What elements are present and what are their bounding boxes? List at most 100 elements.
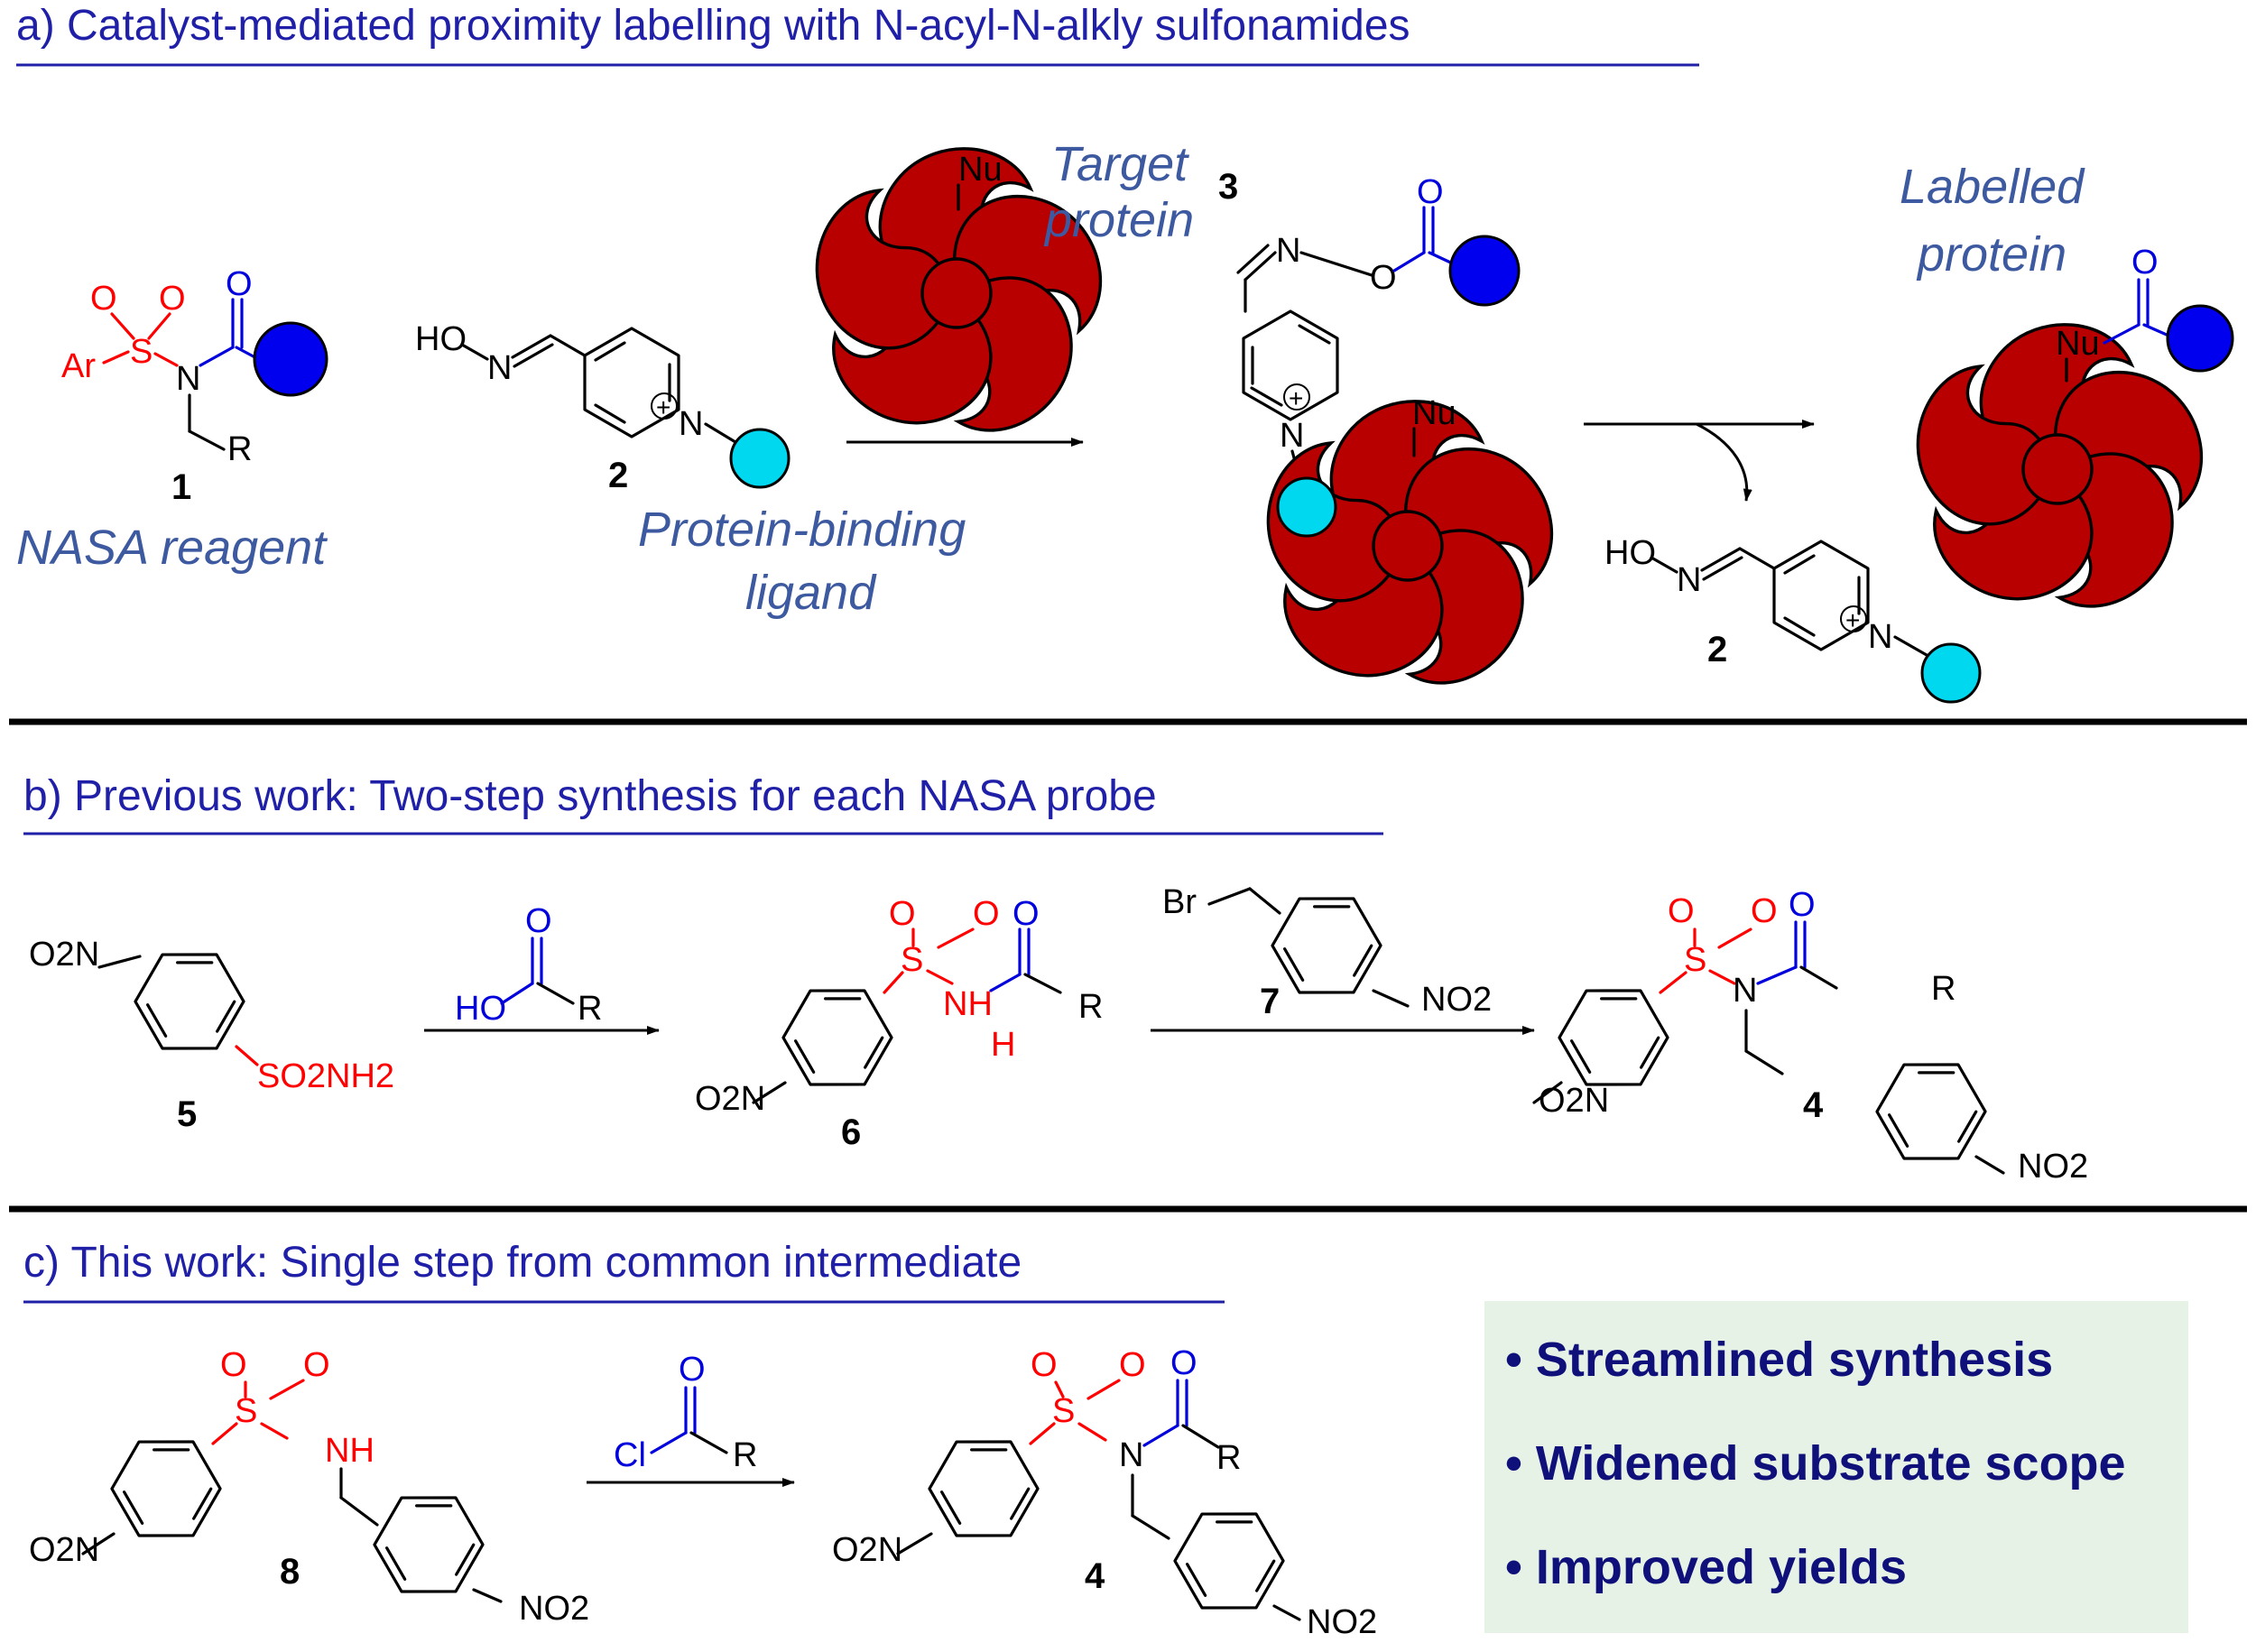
svg-text:O: O — [90, 280, 117, 318]
svg-text:S: S — [1052, 1392, 1075, 1430]
svg-text:O: O — [159, 280, 186, 318]
svg-text:O: O — [1170, 1344, 1197, 1382]
svg-text:O2N: O2N — [832, 1531, 902, 1569]
header-b: b) Previous work: Two-step synthesis for… — [23, 772, 1157, 820]
svg-text:Cl: Cl — [614, 1436, 646, 1474]
svg-text:O2N: O2N — [1539, 1082, 1609, 1120]
svg-text:R: R — [1931, 970, 1956, 1008]
compound-number-2a: 2 — [608, 456, 628, 495]
compound-number-2b: 2 — [1707, 630, 1727, 669]
svg-text:O: O — [303, 1346, 330, 1384]
svg-text:R: R — [578, 990, 602, 1028]
svg-text:N: N — [1280, 417, 1304, 455]
svg-text:O: O — [1751, 892, 1778, 930]
compound-4-b: O2N S O O N O R NO2 4 — [1532, 886, 2088, 1186]
svg-text:NO2: NO2 — [1307, 1603, 1377, 1641]
reagent-carboxylic-acid: HO O R — [455, 902, 602, 1028]
bullet-streamlined-synthesis: • Streamlined synthesis — [1505, 1333, 2053, 1387]
reagent-acid-chloride: Cl O R — [614, 1351, 757, 1474]
compound-number-8: 8 — [280, 1552, 300, 1592]
compound-number-4b: 4 — [1085, 1556, 1105, 1596]
caption-target: Target — [1051, 137, 1189, 191]
svg-text:S: S — [235, 1392, 257, 1430]
svg-text:NO2: NO2 — [2018, 1148, 2088, 1186]
bullet-improved-yields: • Improved yields — [1505, 1540, 1907, 1594]
svg-text:+: + — [1845, 606, 1860, 634]
svg-text:N: N — [1119, 1436, 1143, 1474]
svg-text:O2N: O2N — [695, 1080, 765, 1118]
caption-target-protein: protein — [1043, 193, 1194, 247]
svg-text:R: R — [1078, 988, 1103, 1026]
caption-protein-binding: Protein-binding — [638, 503, 966, 557]
compound-number-3: 3 — [1218, 167, 1238, 207]
compound-7: Br NO2 7 — [1162, 873, 1492, 1021]
svg-text:O: O — [1789, 886, 1816, 924]
svg-text:N: N — [487, 349, 512, 387]
advantages-box — [1484, 1301, 2188, 1633]
svg-text:Nu: Nu — [1412, 394, 1456, 432]
svg-text:N: N — [1733, 972, 1757, 1010]
svg-text:Nu: Nu — [2056, 325, 2100, 363]
svg-text:S: S — [130, 333, 153, 371]
svg-text:S: S — [901, 941, 923, 979]
svg-text:O: O — [226, 265, 253, 303]
target-protein: Nu — [796, 149, 1117, 456]
svg-text:N: N — [1677, 561, 1701, 599]
ligand-sphere — [729, 428, 791, 489]
svg-text:R: R — [1216, 1439, 1241, 1477]
compound-number-4a: 4 — [1803, 1085, 1824, 1125]
svg-text:N: N — [1276, 232, 1300, 270]
compound-4-c: O2N S O O N O R NO2 4 — [832, 1344, 1377, 1641]
svg-text:NH: NH — [943, 985, 993, 1023]
compound-number-6: 6 — [841, 1112, 861, 1152]
svg-text:O: O — [2131, 244, 2159, 281]
svg-text:H: H — [991, 1026, 1015, 1064]
labelled-protein: Nu O — [1897, 244, 2234, 632]
svg-text:S: S — [1684, 941, 1706, 979]
svg-text:Nu: Nu — [958, 151, 1003, 189]
svg-text:Ar: Ar — [61, 347, 96, 385]
caption-nasa-reagent: NASA reagent — [16, 521, 328, 575]
bullet-widened-scope: • Widened substrate scope — [1505, 1436, 2126, 1490]
svg-text:O2N: O2N — [29, 1531, 99, 1569]
caption-labelled: Labelled — [1900, 160, 2085, 214]
svg-text:R: R — [733, 1436, 757, 1474]
compound-5: O2N SO2NH2 5 — [29, 929, 394, 1134]
compound-number-1: 1 — [171, 467, 191, 507]
header-c: c) This work: Single step from common in… — [23, 1239, 1022, 1287]
caption-labelled-protein: protein — [1916, 227, 2066, 281]
svg-text:HO: HO — [1604, 534, 1656, 572]
svg-text:HO: HO — [455, 990, 506, 1028]
compound-number-5: 5 — [177, 1094, 197, 1134]
svg-text:HO: HO — [415, 320, 467, 358]
svg-text:NO2: NO2 — [519, 1590, 589, 1628]
compound-2-released: HO N + N 2 — [1604, 534, 1982, 704]
svg-text:O: O — [525, 902, 552, 940]
svg-text:NH: NH — [325, 1432, 374, 1470]
svg-text:O: O — [1370, 259, 1397, 297]
svg-text:O: O — [1668, 892, 1695, 930]
svg-text:O: O — [1012, 895, 1040, 933]
svg-text:O: O — [1119, 1346, 1146, 1384]
svg-text:+: + — [1289, 384, 1303, 412]
compound-1: O O S Ar N O R 1 — [61, 265, 328, 507]
svg-text:N: N — [1868, 618, 1892, 656]
compound-8: O2N S O O NH NO2 8 — [29, 1346, 589, 1628]
caption-ligand: ligand — [745, 566, 877, 620]
svg-text:O: O — [679, 1351, 706, 1389]
svg-text:SO2NH2: SO2NH2 — [257, 1057, 394, 1095]
svg-text:O: O — [1417, 173, 1444, 211]
svg-text:O: O — [1031, 1346, 1058, 1384]
svg-text:+: + — [656, 393, 670, 421]
svg-text:N: N — [679, 405, 703, 443]
compound-number-7: 7 — [1260, 982, 1280, 1021]
svg-text:NO2: NO2 — [1421, 981, 1492, 1019]
svg-text:O: O — [220, 1346, 247, 1384]
svg-text:O: O — [973, 895, 1000, 933]
svg-text:O2N: O2N — [29, 936, 99, 974]
svg-text:O: O — [889, 895, 916, 933]
compound-6: O2N S O O NH H O R 6 — [695, 895, 1103, 1152]
compound-3-complex: 3 N O O + N Nu — [1218, 167, 1568, 708]
release-curve-arrow — [1696, 422, 1752, 502]
